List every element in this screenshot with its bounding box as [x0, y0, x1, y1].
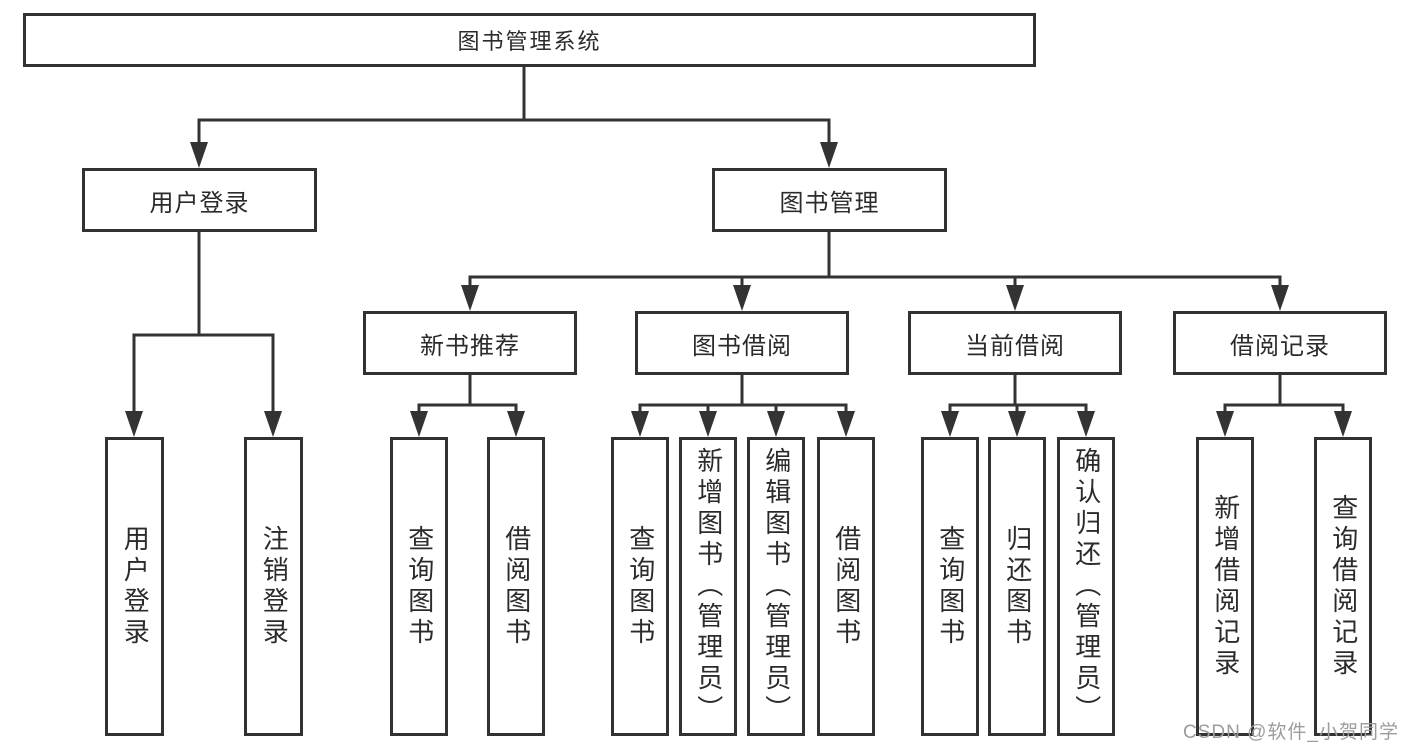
connector-borrow-record-to-leaves	[1223, 373, 1345, 416]
connector-root-to-level2	[197, 63, 831, 146]
watermark: CSDN @软件_小贺同学	[1183, 722, 1399, 743]
connector-new-book-recommend-to-leaves	[417, 373, 518, 416]
node-current-borrow: 当前借阅	[908, 311, 1122, 375]
leaf-edit-books-admin: 编辑图书（管理员）	[747, 437, 805, 736]
leaf-add-borrow-record: 新增借阅记录	[1196, 437, 1254, 736]
leaf-query-borrow-record: 查询借阅记录	[1314, 437, 1372, 736]
leaf-query-books-recommend: 查询图书	[390, 437, 448, 736]
leaf-borrow-books-recommend: 借阅图书	[487, 437, 545, 736]
leaf-confirm-return-admin: 确认归还（管理员）	[1057, 437, 1115, 736]
leaf-borrow-books: 借阅图书	[817, 437, 875, 736]
node-new-book-recommend: 新书推荐	[363, 311, 577, 375]
leaf-add-books-admin: 新增图书（管理员）	[679, 437, 737, 736]
connector-current-borrow-to-leaves	[948, 373, 1088, 416]
node-book-borrow: 图书借阅	[635, 311, 849, 375]
node-library-system: 图书管理系统	[23, 13, 1036, 67]
leaf-return-books: 归还图书	[988, 437, 1046, 736]
leaf-logout: 注销登录	[244, 437, 303, 736]
leaf-query-books-current: 查询图书	[921, 437, 979, 736]
arrowheads	[125, 142, 1352, 437]
leaf-user-login: 用户登录	[105, 437, 164, 736]
node-borrow-record: 借阅记录	[1173, 311, 1387, 375]
leaf-query-books-borrow: 查询图书	[611, 437, 669, 736]
node-user-login: 用户登录	[82, 168, 317, 232]
connector-book-borrow-to-leaves	[638, 373, 848, 416]
connector-book-management-to-level3	[468, 230, 1282, 290]
connector-user-login-to-leaves	[132, 230, 275, 416]
node-book-management: 图书管理	[712, 168, 947, 232]
